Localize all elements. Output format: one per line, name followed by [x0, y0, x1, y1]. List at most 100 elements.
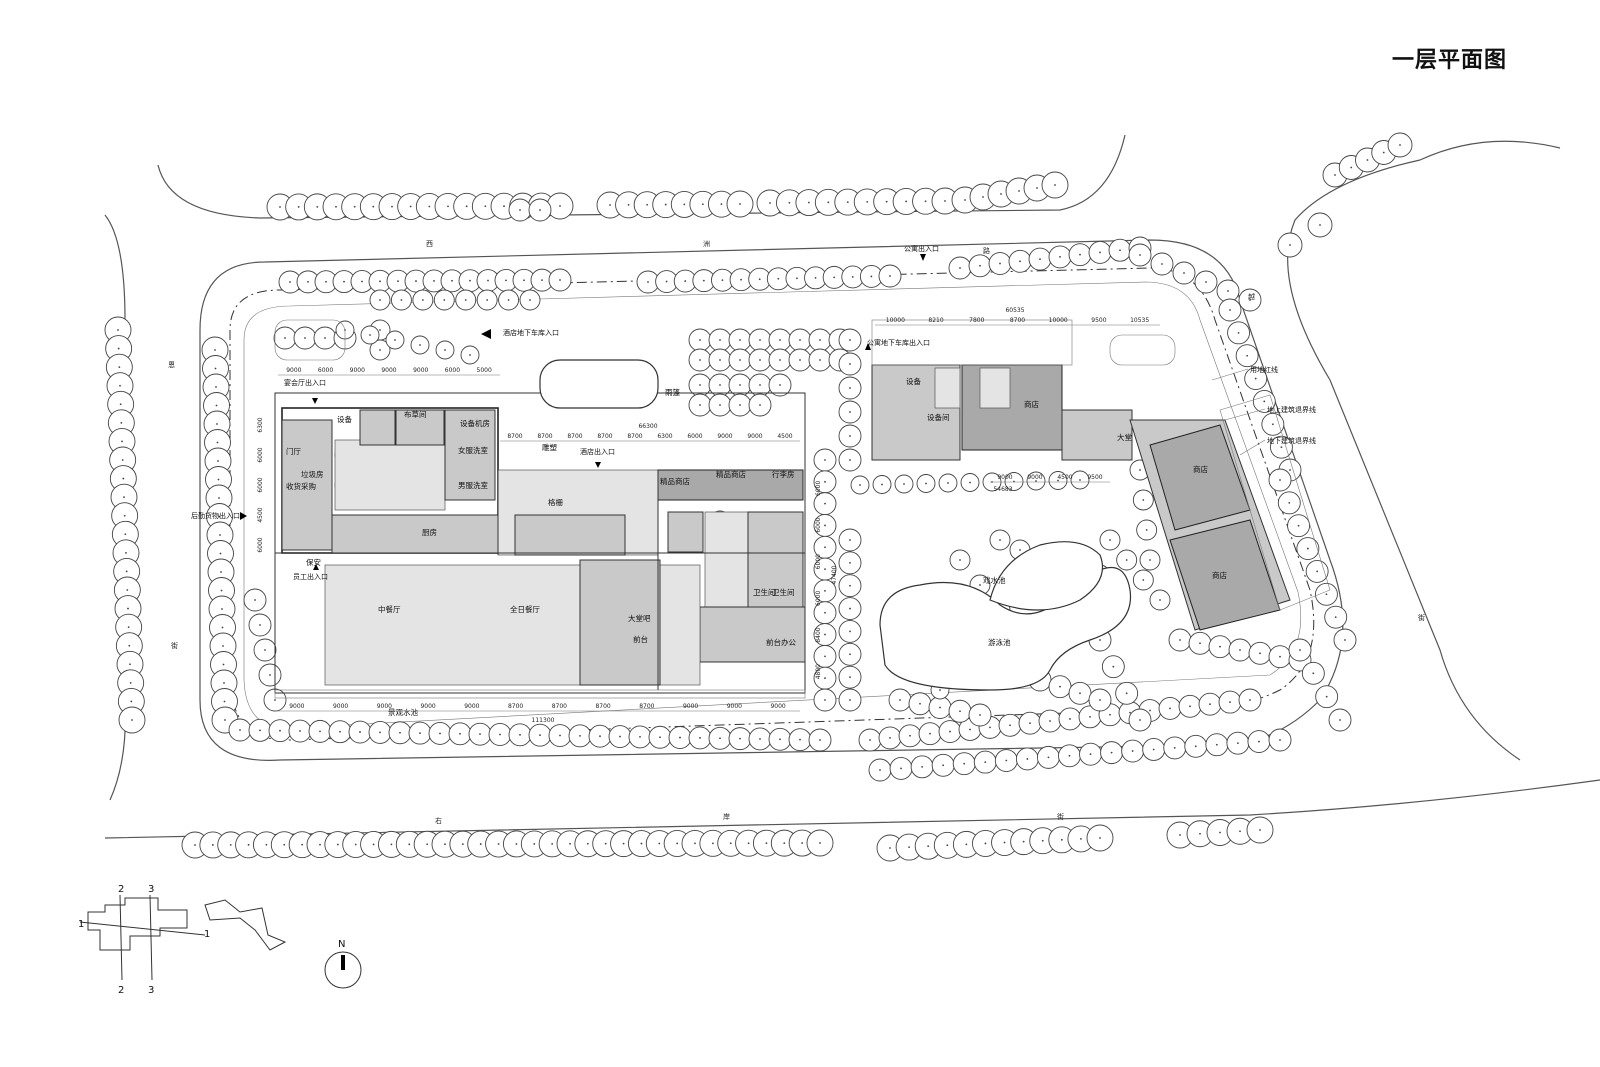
dim-hotel-top: 9000: [381, 367, 396, 374]
tree-center: [559, 279, 561, 281]
tree-center: [919, 702, 921, 705]
tree-center: [1366, 159, 1369, 161]
room-label-luggage: 行李房: [772, 469, 795, 479]
road-label-west: 街: [171, 641, 178, 650]
section-2-top-label: 2: [118, 884, 124, 895]
tree-center: [759, 384, 761, 386]
tree-center: [1139, 719, 1141, 721]
tree-center: [740, 278, 742, 281]
tree-center: [699, 359, 701, 361]
tree-center: [469, 279, 471, 282]
dim-hotel-top: 9000: [413, 367, 428, 374]
tree-center: [1022, 840, 1025, 843]
tree-center: [451, 279, 453, 282]
tree-center: [1080, 838, 1082, 840]
tree-center: [1089, 715, 1091, 718]
dim-apartment-top: 8210: [928, 317, 943, 324]
tree-center: [361, 280, 363, 283]
dim-apartment-top: 7800: [969, 317, 984, 324]
dim-hotel-bottom: 9000: [333, 703, 348, 710]
tree-center: [426, 843, 429, 846]
tree-center: [1068, 754, 1071, 757]
room-label-lobby-bar: 大堂吧: [628, 613, 651, 623]
tree-center: [1325, 695, 1328, 698]
tree-center: [939, 689, 941, 691]
tree-center: [1009, 724, 1011, 727]
tree-center: [909, 734, 911, 737]
tree-center: [505, 279, 507, 282]
pools: [274, 319, 1176, 691]
tree-center: [279, 206, 281, 208]
tree-center: [849, 435, 851, 437]
dim-hotel-left: 6000: [257, 447, 264, 462]
dim-apartment-top: 10000: [1049, 317, 1068, 324]
tree-center: [679, 736, 681, 739]
tree-center: [419, 732, 421, 735]
tree-center: [459, 732, 461, 735]
tree-center: [1288, 501, 1291, 504]
tree-center: [799, 339, 801, 341]
tree-center: [720, 203, 723, 206]
room-label-front-office: 前台办公: [766, 637, 796, 647]
banquet-entrance-arrow-icon: [312, 398, 318, 404]
tree-center: [1344, 639, 1346, 641]
tree-center: [339, 730, 341, 733]
tree-center: [439, 732, 441, 735]
tree-center: [319, 843, 321, 846]
tree-center: [999, 262, 1001, 265]
tree-center: [1246, 354, 1249, 357]
dim-hotel-bottom: 9000: [727, 703, 742, 710]
tree-center: [1382, 151, 1385, 154]
tree-center: [221, 626, 224, 629]
tree-center: [739, 339, 741, 341]
tree-center: [223, 682, 225, 684]
tree-center: [1110, 751, 1113, 754]
dim-hotel-mid: 8700: [537, 433, 552, 440]
tree-center: [1142, 579, 1145, 581]
tree-center: [684, 280, 687, 282]
tree-center: [694, 842, 696, 845]
tree-center: [1319, 224, 1321, 226]
tree-center: [259, 729, 261, 732]
tree-center: [779, 339, 781, 341]
room-label-equipment: 设备: [337, 414, 352, 424]
tree-center: [499, 733, 501, 736]
tree-center: [219, 552, 222, 555]
tree-center: [1036, 187, 1038, 189]
tree-center: [979, 714, 981, 716]
tree-center: [1161, 263, 1163, 265]
tree-center: [217, 460, 219, 462]
tree-center: [899, 699, 901, 701]
tree-center: [1258, 740, 1260, 743]
tree-center: [1334, 616, 1337, 619]
labels: 西洲路恩街右岸街越街宴会厅出入口酒店地下车库入口公寓出入口公寓地下车库出入口酒店…: [168, 240, 1425, 825]
tree-center: [759, 339, 761, 341]
tree-center: [579, 734, 581, 737]
tree-center: [486, 299, 489, 301]
tree-center: [519, 733, 521, 736]
tree-center: [1159, 599, 1161, 601]
tree-center: [1000, 193, 1002, 195]
dim-apartment-mid: 4500: [1057, 474, 1072, 481]
tree-center: [824, 459, 826, 461]
tree-center: [889, 275, 891, 277]
room-label-apt-lobby: 大堂: [1117, 432, 1133, 442]
tree-center: [319, 730, 321, 733]
dim-hotel-bottom: 9000: [464, 703, 479, 710]
tree-center: [819, 842, 821, 844]
tree-center: [846, 201, 849, 204]
tree-center: [979, 264, 981, 267]
tree-center: [1289, 244, 1291, 246]
tree-center: [779, 384, 781, 386]
room-label-female-locker: 女服洗室: [458, 445, 488, 455]
tree-center: [827, 201, 830, 204]
tree-center: [1039, 258, 1041, 261]
tree-center: [1149, 559, 1151, 561]
tree-center: [747, 842, 750, 845]
tree-center: [559, 205, 561, 207]
tree-center: [124, 533, 127, 536]
tree-center: [469, 354, 471, 356]
dim-hotel-mid: 9000: [717, 433, 732, 440]
dim-hotel-right: 4800: [815, 664, 822, 679]
north-arrow-icon: [341, 955, 345, 970]
